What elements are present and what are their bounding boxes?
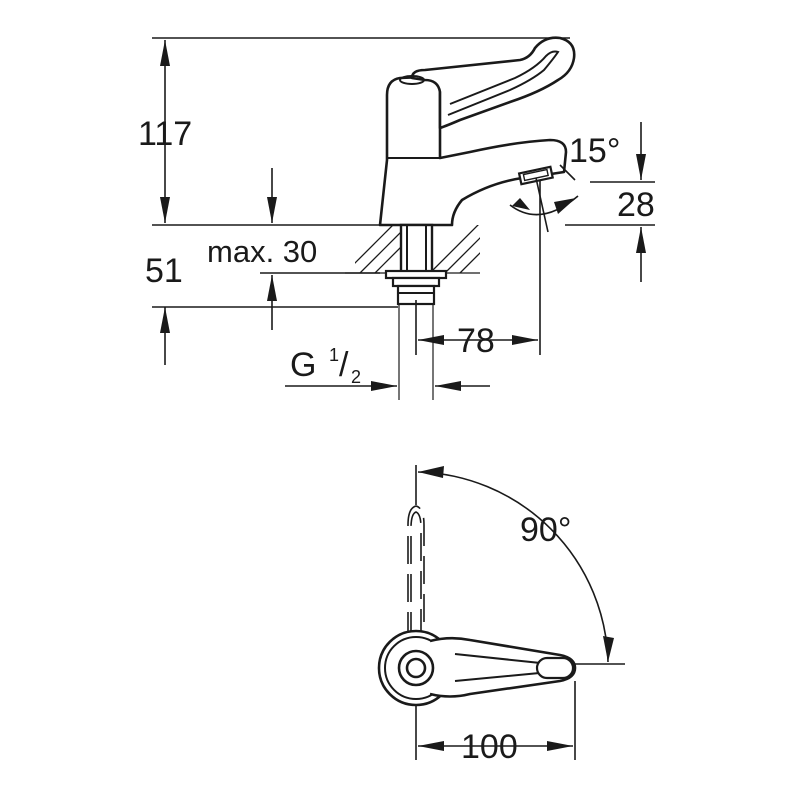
dim-15-deg — [509, 164, 579, 233]
label-28: 28 — [617, 186, 655, 224]
dim-g-half — [285, 381, 490, 391]
dim-max-30 — [260, 168, 380, 330]
label-78: 78 — [457, 322, 495, 360]
dim-28 — [565, 122, 655, 282]
hub-inner — [405, 657, 427, 679]
dim-100 — [415, 681, 576, 760]
dim-51 — [152, 306, 398, 365]
dim-117 — [152, 37, 570, 226]
thread-slash: / — [339, 346, 349, 384]
side-view: 117 51 max. 30 78 — [138, 36, 655, 400]
thread-letter: G — [290, 346, 316, 384]
label-thread: G — [290, 346, 316, 384]
dim-90-deg — [415, 465, 625, 665]
lever-inner-loop — [447, 50, 560, 116]
thread-denominator: 2 — [351, 367, 361, 387]
label-max-30: max. 30 — [207, 234, 317, 269]
lever-cap — [399, 75, 425, 85]
dim-78 — [415, 180, 541, 355]
lever-rotated-position — [407, 505, 425, 640]
label-90-deg: 90° — [520, 511, 571, 549]
label-100: 100 — [461, 728, 518, 766]
label-15-deg: 15° — [569, 132, 620, 170]
lever-plan-tip — [535, 656, 575, 680]
lever-handle — [410, 36, 576, 130]
top-view: 90° 100 — [377, 465, 625, 766]
label-51: 51 — [145, 252, 183, 290]
label-117: 117 — [138, 115, 192, 153]
thread-numerator: 1 — [329, 345, 339, 365]
mounting-shank — [384, 223, 448, 306]
lever-plan — [429, 636, 577, 698]
